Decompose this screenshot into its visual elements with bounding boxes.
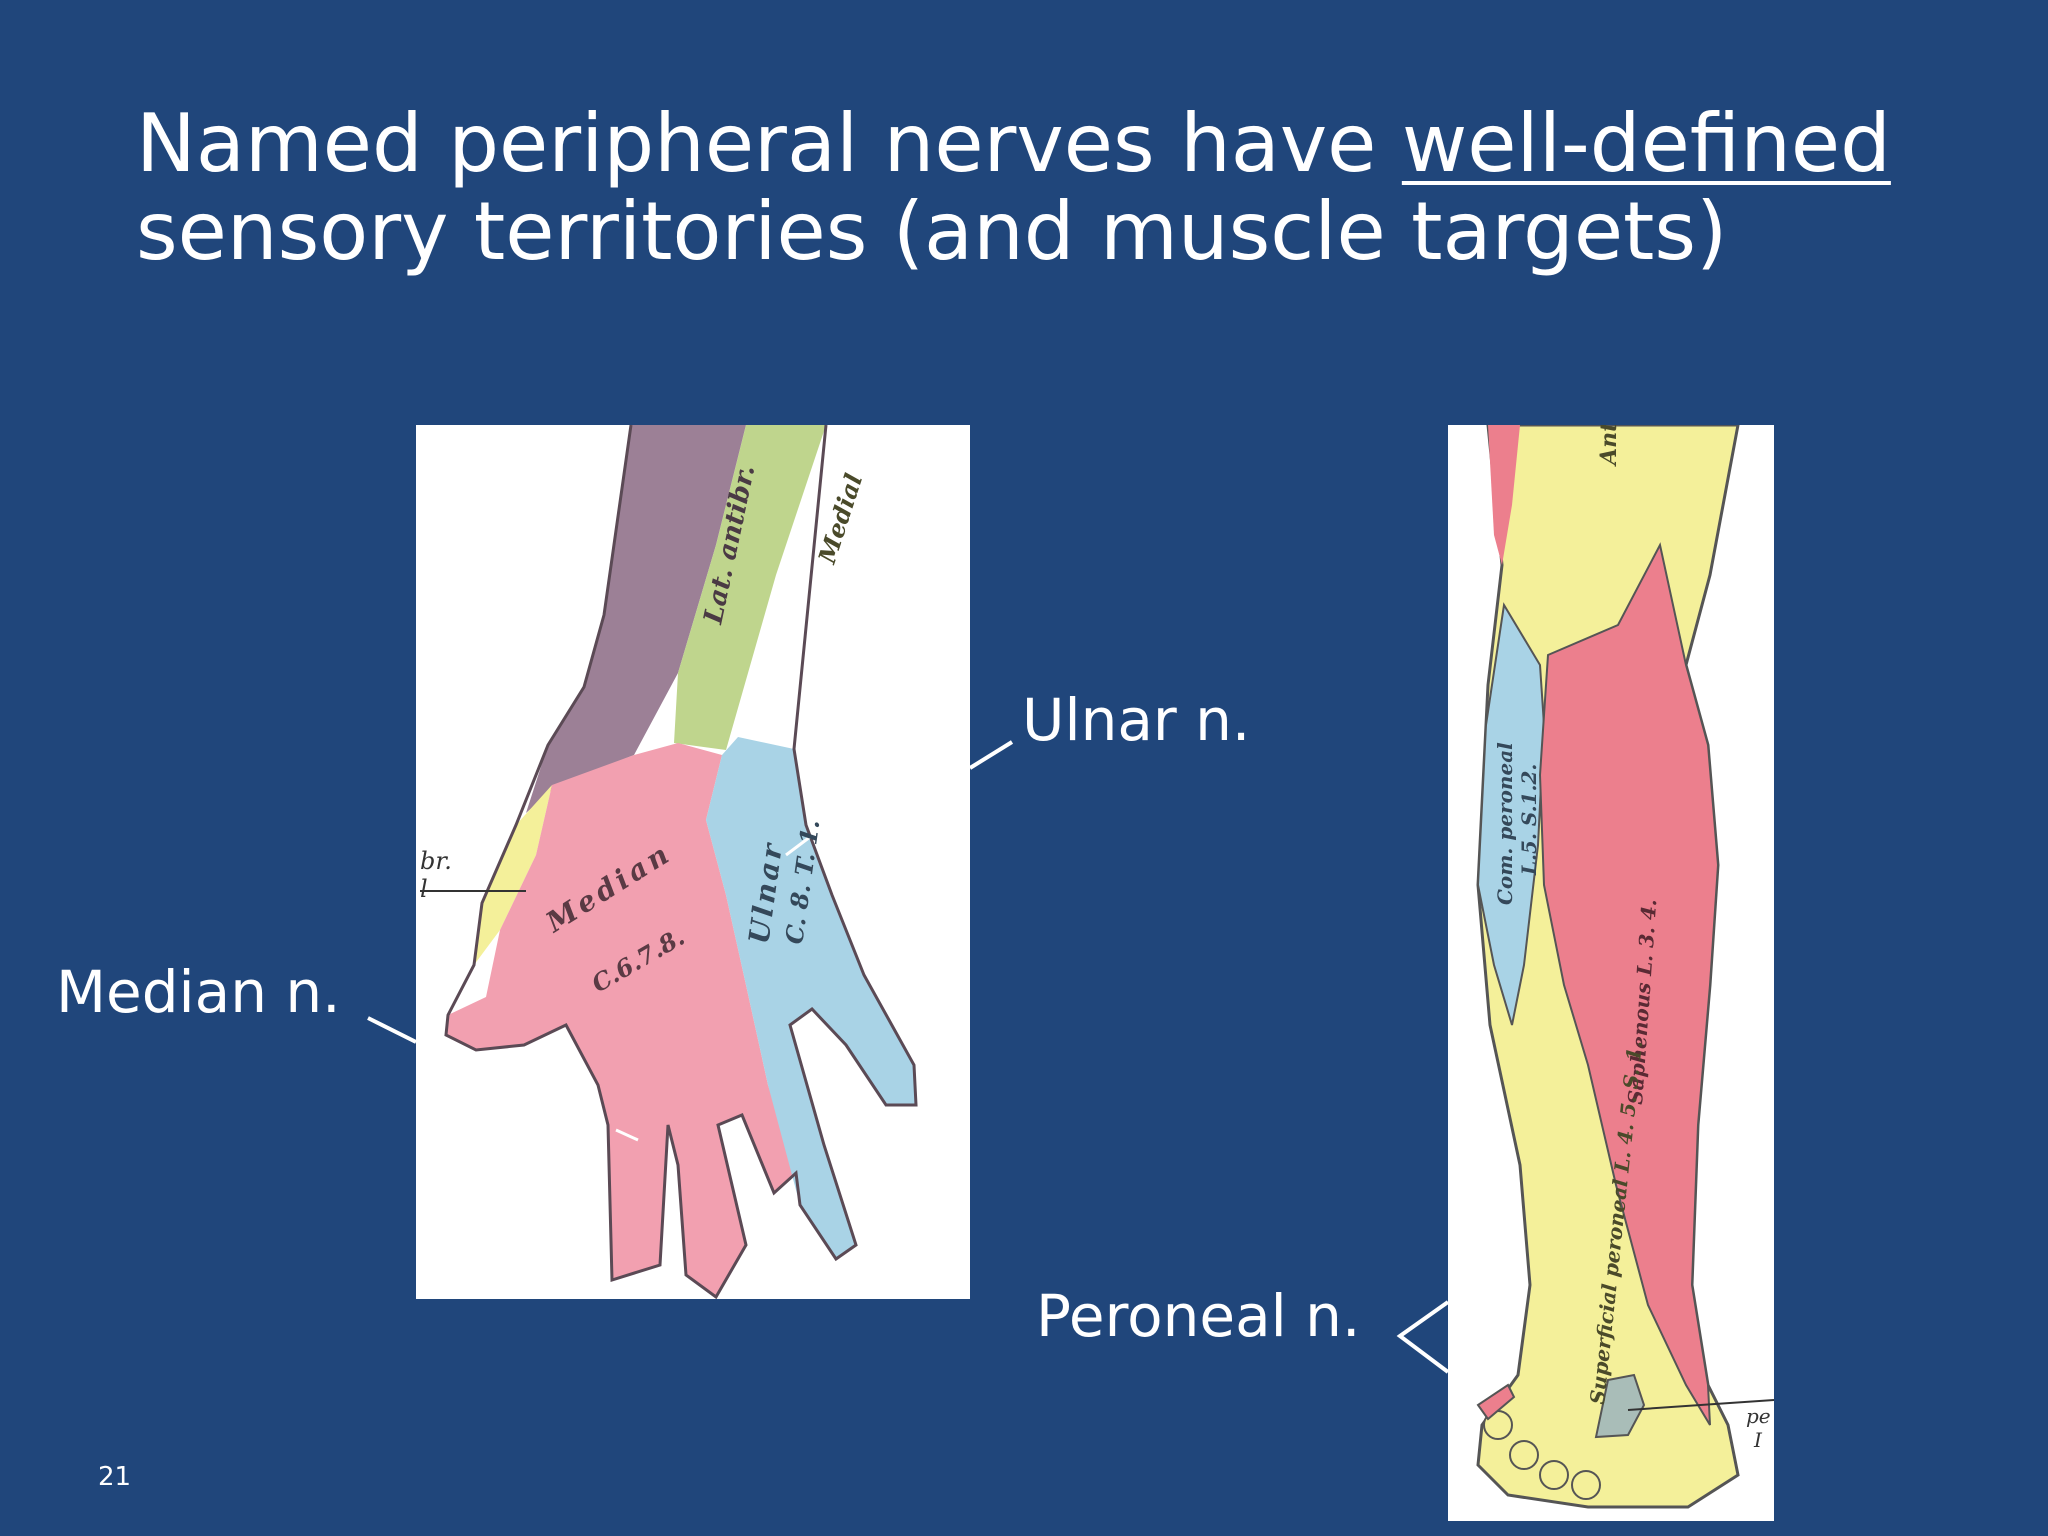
leg-edge-text-2: I xyxy=(1753,1428,1763,1452)
leg-edge-text-1: pe xyxy=(1746,1404,1771,1428)
peroneal-nerve-label: Peroneal n. xyxy=(1036,1282,1361,1350)
title-line1-text: Named peripheral nerves have xyxy=(136,97,1402,190)
median-region xyxy=(446,743,796,1297)
radial-region xyxy=(474,785,552,965)
upper-red-strip xyxy=(1488,425,1520,565)
saphenous-region xyxy=(1538,542,1720,1426)
medial-region xyxy=(674,425,826,750)
title-line2-text: sensory territories (and muscle targets) xyxy=(136,185,1728,278)
toe-grey-patch xyxy=(1594,1373,1646,1439)
ulnar-nerve-label: Ulnar n. xyxy=(1022,686,1251,754)
slide-number: 21 xyxy=(98,1462,132,1492)
median-pointer-line xyxy=(367,1016,417,1044)
leg-label-ant: Ant xyxy=(1596,425,1622,467)
leg-label-com-peroneal: Com. peroneal xyxy=(1493,742,1517,905)
leg-illustration: Ant Com. peroneal L.5. S.1.2. Saphenous … xyxy=(1476,425,1774,1509)
leg-label-com-peroneal-roots: L.5. S.1.2. xyxy=(1517,764,1541,876)
hand-edge-text-1: br. xyxy=(420,847,452,875)
hand-diagram: Lat. antibr. Medial Median C.6.7.8. Ulna… xyxy=(416,425,970,1299)
ulnar-region xyxy=(706,737,916,1259)
ulnar-pointer-line xyxy=(968,740,1014,770)
slide-title: Named peripheral nerves have well-define… xyxy=(136,100,1936,276)
leg-diagram: Ant Com. peroneal L.5. S.1.2. Saphenous … xyxy=(1448,425,1774,1521)
median-nerve-label: Median n. xyxy=(56,958,341,1026)
title-underlined-text: well-defined xyxy=(1401,97,1891,190)
com-peroneal-region xyxy=(1476,602,1546,1026)
hand-edge-text-2: l xyxy=(420,875,428,903)
hand-illustration: Lat. antibr. Medial Median C.6.7.8. Ulna… xyxy=(420,425,918,1299)
lat-antibr-region xyxy=(526,425,746,813)
peroneal-pointer-line xyxy=(1396,1300,1450,1374)
